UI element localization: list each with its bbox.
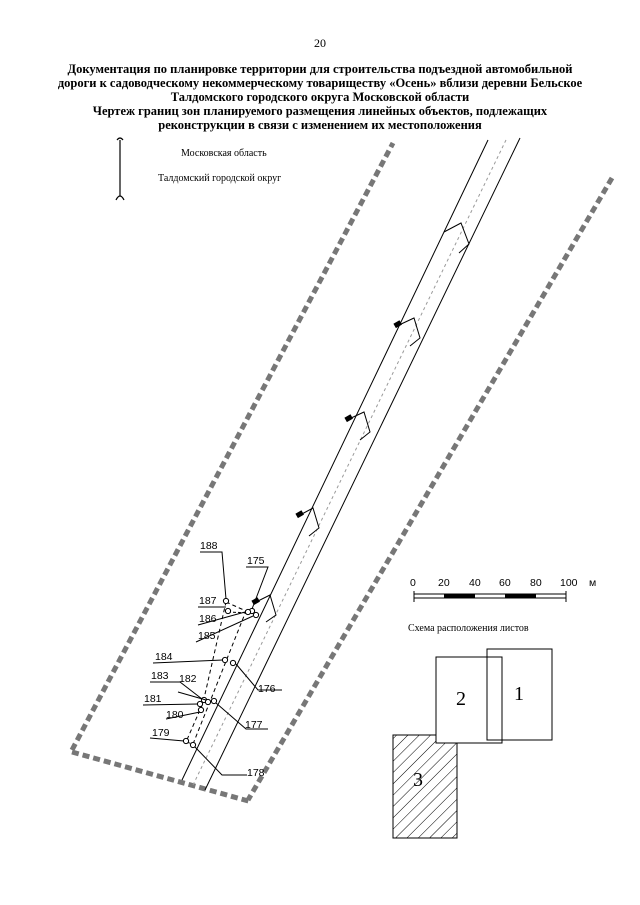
scale-label-80: 80 bbox=[530, 577, 542, 589]
title-line-1: Документация по планировке территории дл… bbox=[67, 62, 573, 76]
zone-segment bbox=[227, 611, 252, 614]
road bbox=[181, 137, 521, 791]
sheet-number-2: 2 bbox=[456, 688, 466, 710]
boundary-right bbox=[245, 176, 615, 802]
point-label-181: 181 bbox=[144, 693, 162, 705]
point-label-188: 188 bbox=[200, 540, 218, 552]
title-line-3: Талдомского городского округа Московской… bbox=[170, 90, 470, 104]
point-label-175: 175 bbox=[247, 555, 265, 567]
page-number: 20 bbox=[314, 36, 326, 50]
title-line-2: дороги к садоводческому некоммерческому … bbox=[57, 76, 583, 90]
scale-label-60: 60 bbox=[499, 577, 511, 589]
title-line-5: реконструкции в связи с изменением их ме… bbox=[158, 118, 482, 132]
side-driveways bbox=[255, 222, 470, 623]
leader-lines bbox=[142, 551, 282, 776]
sheet-scheme-title: Схема расположения листов bbox=[408, 623, 529, 634]
sheet-number-3: 3 bbox=[413, 769, 423, 791]
scale-unit: м bbox=[589, 577, 597, 589]
boundary-bottom bbox=[71, 749, 253, 805]
point-label-176: 176 bbox=[258, 683, 276, 695]
north-arrow-icon bbox=[115, 137, 125, 201]
sheet-number-1: 1 bbox=[514, 683, 524, 705]
title-line-4: Чертеж границ зон планируемого размещени… bbox=[92, 104, 548, 118]
point-label-187: 187 bbox=[199, 595, 217, 607]
point-label-180: 180 bbox=[166, 709, 184, 721]
region-label: Московская область bbox=[181, 148, 267, 159]
scale-label-100: 100 bbox=[560, 577, 578, 589]
driveway-markers bbox=[251, 320, 402, 606]
scale-label-40: 40 bbox=[469, 577, 481, 589]
sheet-scheme bbox=[392, 648, 553, 839]
boundary-left bbox=[69, 141, 396, 752]
point-label-178: 178 bbox=[247, 767, 265, 779]
point-label-185: 185 bbox=[198, 630, 216, 642]
district-label: Талдомский городской округ bbox=[158, 173, 282, 184]
document-title: Документация по планировке территории дл… bbox=[30, 62, 610, 132]
point-label-177: 177 bbox=[245, 719, 263, 731]
point-label-182: 182 bbox=[179, 673, 197, 685]
scale-label-0: 0 bbox=[410, 577, 416, 589]
point-label-186: 186 bbox=[199, 613, 217, 625]
boundary-points bbox=[182, 597, 260, 749]
scale-bar bbox=[413, 591, 567, 602]
point-label-184: 184 bbox=[155, 651, 173, 663]
scale-label-20: 20 bbox=[438, 577, 450, 589]
point-label-183: 183 bbox=[151, 670, 169, 682]
point-label-179: 179 bbox=[152, 727, 170, 739]
